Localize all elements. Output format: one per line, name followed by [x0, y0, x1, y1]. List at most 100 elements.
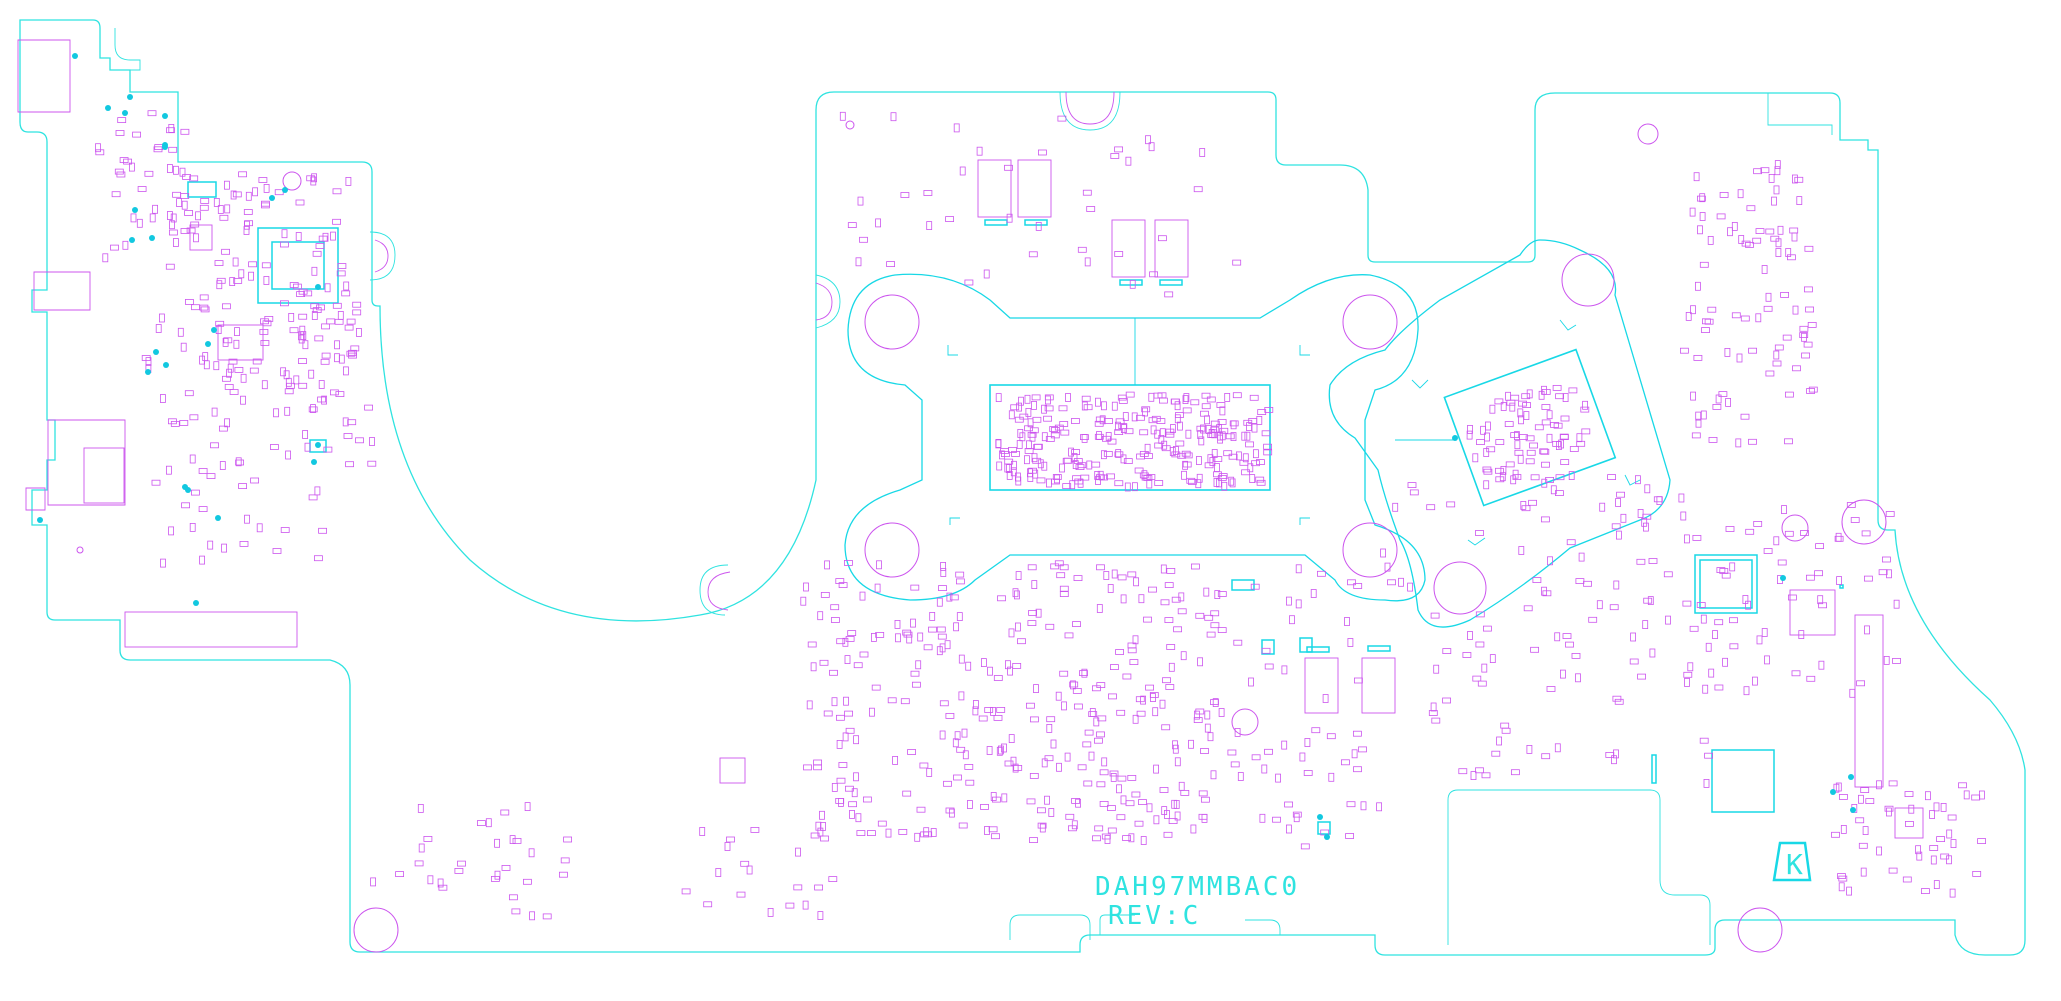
smd-pad: [1792, 365, 1801, 372]
smd-pad: [1141, 406, 1151, 413]
smd-pad: [1032, 469, 1039, 479]
smd-pad: [179, 419, 189, 426]
smd-pad: [1693, 172, 1700, 182]
smd-pad: [1771, 196, 1777, 206]
smd-pad: [820, 822, 826, 831]
smd-pad: [1701, 327, 1710, 334]
smd-pad: [1227, 749, 1237, 756]
smd-pad: [1699, 212, 1706, 221]
smd-pad: [1541, 478, 1548, 488]
smd-pad: [750, 827, 760, 833]
smd-pad: [1481, 772, 1491, 779]
smd-pad: [1559, 433, 1569, 440]
smd-pad: [1806, 388, 1815, 394]
smd-pad: [1153, 764, 1159, 774]
smd-pad: [1225, 433, 1235, 440]
smd-pad: [170, 213, 177, 223]
smd-pad: [240, 373, 247, 383]
smd-pad: [1251, 423, 1258, 433]
smd-pad: [1017, 638, 1026, 645]
smd-pad: [1707, 306, 1717, 313]
smd-pad: [1499, 472, 1506, 482]
via: [72, 53, 78, 59]
smd-pad: [1538, 390, 1545, 400]
smd-pad: [1599, 502, 1606, 512]
smd-pad: [1046, 724, 1053, 733]
smd-pad: [230, 190, 237, 200]
smd-pad: [785, 902, 795, 909]
smd-pad: [993, 675, 1003, 681]
smd-pad: [1044, 795, 1050, 805]
smd-pad: [345, 461, 355, 468]
smd-pad: [165, 465, 172, 475]
smd-pad: [1552, 440, 1562, 447]
smd-pad: [1037, 822, 1047, 829]
smd-pad: [1407, 482, 1417, 489]
smd-pad: [767, 908, 774, 917]
smd-pad: [500, 809, 510, 816]
smd-pad: [1172, 740, 1178, 750]
smd-pad: [1575, 578, 1585, 584]
smd-pad: [1086, 206, 1096, 212]
smd-pad: [263, 276, 270, 285]
smd-pad: [1682, 600, 1692, 607]
via: [1317, 814, 1323, 820]
smd-pad: [260, 318, 269, 325]
smd-pad: [1134, 820, 1144, 827]
smd-pad: [1764, 655, 1770, 665]
smd-pad: [1064, 632, 1074, 639]
smd-pad: [990, 792, 997, 801]
smd-pad: [1122, 673, 1132, 680]
smd-pad: [1763, 548, 1773, 554]
smd-pad: [1774, 166, 1781, 176]
smd-pad: [1107, 805, 1116, 811]
smd-pad: [256, 523, 263, 533]
smd-pad: [308, 369, 315, 379]
smd-pad: [1186, 477, 1196, 484]
smd-pad: [1546, 410, 1553, 420]
smd-pad: [993, 715, 1003, 721]
smd-pad: [1620, 513, 1627, 523]
smd-pad: [961, 728, 968, 738]
smd-pad: [1517, 408, 1524, 418]
smd-pad: [853, 662, 863, 669]
smd-pad: [1029, 432, 1036, 442]
smd-pad: [329, 389, 339, 396]
smd-pad: [1500, 722, 1510, 729]
smd-pad: [1704, 752, 1713, 759]
smd-pad: [563, 836, 572, 843]
mounting-holes: [76, 120, 1887, 953]
smd-pad: [1678, 493, 1685, 503]
smd-pad: [102, 253, 109, 263]
smd-pad: [1791, 232, 1798, 242]
smd-pad: [1210, 622, 1220, 629]
smd-pad: [1027, 468, 1033, 478]
smd-pad: [953, 774, 962, 781]
smd-pad: [1148, 586, 1157, 593]
smd-pad: [1641, 517, 1648, 527]
smd-pad: [1029, 773, 1039, 779]
smd-pad: [1725, 526, 1735, 532]
smd-pad: [1213, 456, 1223, 462]
smd-pad: [1101, 401, 1107, 411]
smd-pad: [831, 617, 840, 623]
smd-pad: [1539, 448, 1549, 455]
smd-pad: [1249, 474, 1256, 484]
smd-pad: [1146, 474, 1156, 480]
smd-pad: [1687, 662, 1694, 672]
smd-pad: [1116, 814, 1126, 821]
smd-pad: [232, 257, 239, 267]
smd-pad: [1347, 579, 1356, 586]
smd-pad: [1878, 569, 1888, 576]
smd-pad: [1476, 439, 1485, 446]
smd-pad: [166, 164, 173, 173]
smd-pad: [926, 768, 933, 777]
via: [1830, 789, 1836, 795]
smd-pad: [1774, 344, 1784, 351]
smd-pad: [855, 257, 862, 267]
smd-pad: [1530, 646, 1539, 653]
smd-pad: [1014, 590, 1020, 600]
smd-pad: [1210, 699, 1219, 705]
smd-pad: [1055, 691, 1062, 701]
smd-pad: [1136, 414, 1145, 421]
